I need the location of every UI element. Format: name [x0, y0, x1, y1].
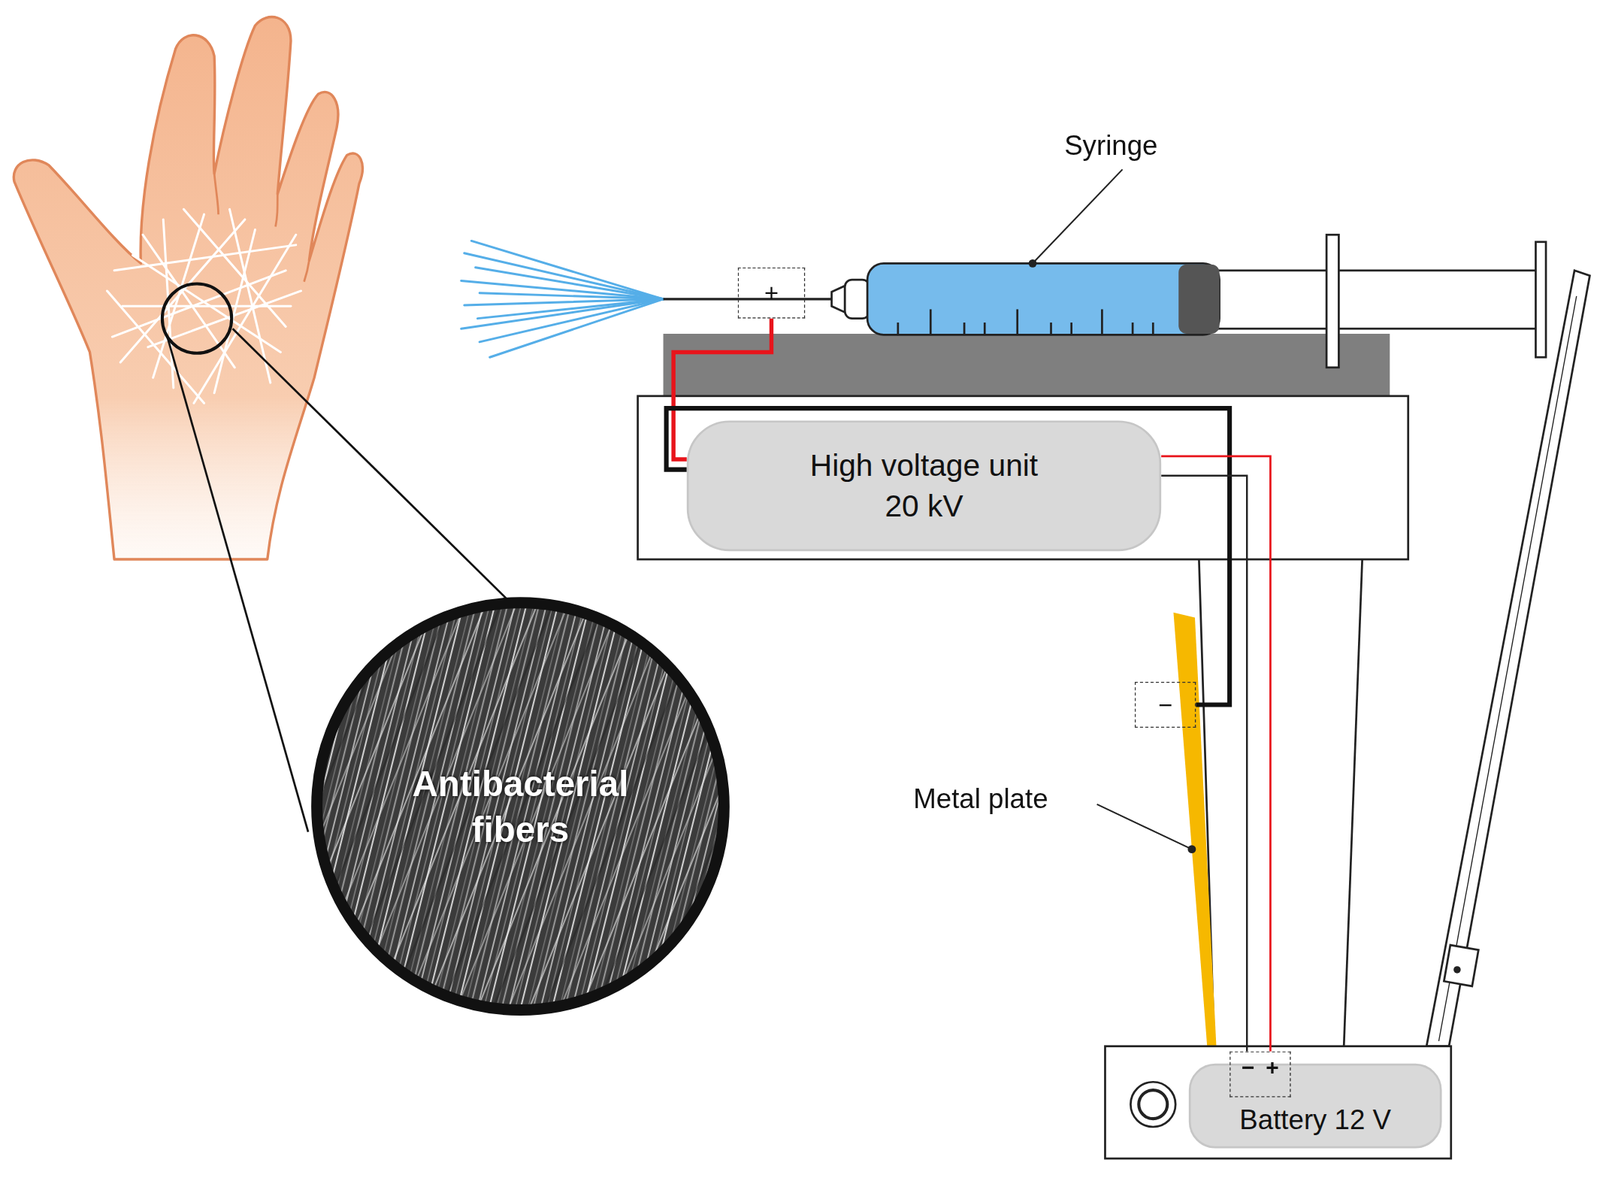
- syringe-barrel: [867, 263, 1219, 335]
- terminal-box: +: [737, 267, 806, 319]
- tick: [1070, 322, 1073, 335]
- fiber: [133, 254, 282, 352]
- trigger-lever: [1426, 270, 1590, 1047]
- jet-line: [464, 253, 664, 300]
- polarity-sign: −: [1241, 1055, 1255, 1079]
- fiber: [229, 208, 271, 383]
- palm-fibers: [107, 208, 302, 403]
- polarity-sign: +: [1265, 1055, 1279, 1079]
- battery-label: Battery 12 V: [1239, 1103, 1392, 1136]
- tick: [963, 322, 966, 335]
- graduations: [898, 308, 1153, 335]
- trigger-hinge: [1443, 944, 1479, 987]
- jet-line: [461, 299, 664, 329]
- zoom-line: [167, 336, 309, 832]
- fiber: [193, 234, 297, 403]
- leader-dot: [1187, 844, 1196, 853]
- plunger-seal: [1178, 264, 1219, 334]
- tick: [896, 322, 899, 335]
- power-button: [1138, 1089, 1168, 1119]
- jet-line: [479, 293, 663, 300]
- polarity-sign: −: [1158, 692, 1173, 717]
- magnified-view: Antibacterial fibers: [311, 596, 730, 1016]
- tick: [1049, 322, 1053, 335]
- plunger-rod: [1214, 270, 1540, 329]
- tick: [1016, 308, 1019, 335]
- jet-line: [479, 299, 663, 342]
- terminal-box: −: [1134, 681, 1196, 728]
- part-label: Metal plate: [913, 783, 1048, 816]
- spray-jet: [461, 240, 664, 357]
- housing: [638, 396, 1409, 560]
- battery-housing: [1104, 1046, 1451, 1159]
- barrel-flange: [1326, 234, 1339, 368]
- wire: [1161, 456, 1271, 1052]
- tick: [1100, 308, 1104, 335]
- unit-label: 20 kV: [884, 485, 963, 527]
- wire: [1161, 475, 1247, 1052]
- tick: [1131, 322, 1135, 335]
- polarity-sign: +: [764, 280, 779, 306]
- part-label: Syringe: [1064, 130, 1158, 163]
- sem-texture: [316, 601, 725, 1011]
- fiber: [122, 305, 291, 308]
- plunger-flange: [1535, 241, 1546, 357]
- hand: [13, 16, 363, 560]
- tick: [1152, 322, 1155, 335]
- sem-texture: [316, 601, 725, 1011]
- leader-line: [1097, 804, 1192, 850]
- leader-line: [1032, 169, 1123, 264]
- tick: [983, 322, 987, 335]
- voltage-unit: High voltage unit20 kV: [686, 420, 1162, 551]
- sem-image: [316, 601, 725, 1011]
- leader-dot: [1028, 259, 1038, 268]
- jet-line: [461, 280, 664, 299]
- metal-plate: [1173, 612, 1216, 1047]
- trigger-pivot: [1453, 965, 1461, 974]
- tick: [929, 308, 932, 335]
- fiber-label: Antibacterial fibers: [367, 759, 674, 853]
- trigger-lever-inner: [1438, 296, 1576, 1041]
- syringe-tip: [831, 285, 846, 312]
- fiber: [107, 290, 205, 403]
- zoom-line: [232, 328, 516, 608]
- wire: [666, 408, 1230, 705]
- finger-crease: [214, 173, 309, 282]
- power-button: [1130, 1081, 1176, 1127]
- jet-line: [475, 267, 664, 300]
- handle-edge: [1343, 559, 1362, 1047]
- syringe-tip: [844, 279, 870, 319]
- needle: [663, 297, 832, 300]
- battery-box: Battery 12 V: [1188, 1063, 1443, 1149]
- jet-line: [489, 299, 664, 357]
- terminal-box: −+: [1229, 1051, 1291, 1098]
- fiber: [120, 219, 245, 363]
- magnifier-circle: [162, 283, 232, 353]
- unit-label: High voltage unit: [810, 444, 1038, 486]
